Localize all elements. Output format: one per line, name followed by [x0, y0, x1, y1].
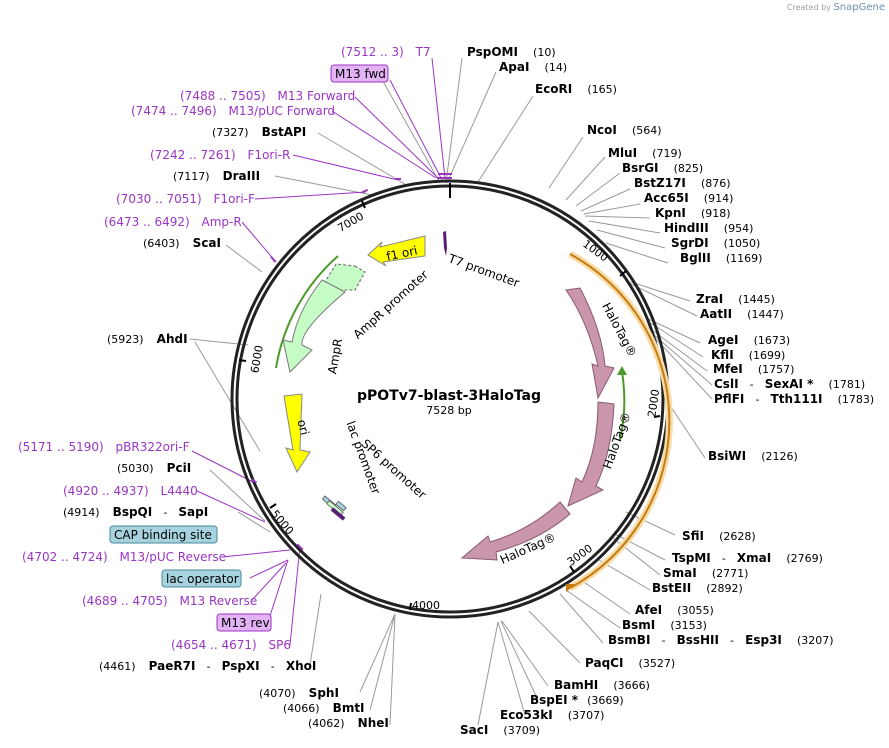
site-pspomi[interactable]: PspOMI (10)	[467, 41, 556, 60]
site-sgrdi[interactable]: SgrDI (1050)	[671, 232, 760, 251]
primer-f1ori-f[interactable]: (7030 .. 7051) F1ori-F	[116, 192, 255, 206]
site-afei[interactable]: AfeI (3055)	[635, 599, 714, 618]
site-bstapi[interactable]: (7327) BstAPI	[212, 121, 306, 140]
site-bstz17i[interactable]: BstZ17I (876)	[634, 172, 731, 191]
site-kfli[interactable]: KflI (1699)	[711, 344, 785, 363]
site-bsiwi[interactable]: BsiWI (2126)	[708, 445, 798, 464]
ampr-feature[interactable]	[282, 279, 346, 374]
primer-amp-r[interactable]: (6473 .. 6492) Amp-R	[104, 215, 242, 229]
site-nhei[interactable]: (4062) NheI	[308, 712, 389, 731]
t7-promoter-label: T7 promoter	[445, 251, 521, 290]
ori-label: ori	[294, 418, 311, 437]
site-scai[interactable]: (6403) ScaI	[143, 232, 221, 251]
site-bmti[interactable]: (4066) BmtI	[283, 697, 365, 716]
f1-ori-label: f1 ori	[385, 243, 419, 263]
primer-m13-reverse[interactable]: (4689 .. 4705) M13 Reverse	[82, 594, 257, 608]
lac-operator-label: lac operator	[166, 572, 239, 586]
site-bamhi[interactable]: BamHI (3666)	[554, 674, 650, 693]
site-paer7i-pspxi-xhoi[interactable]: (4461) PaeR7I - PspXI - XhoI	[99, 655, 316, 674]
site-bsrgi[interactable]: BsrGI (825)	[622, 157, 703, 176]
green-arc-inner	[619, 371, 626, 441]
site-sfii[interactable]: SfiI (2628)	[682, 525, 756, 544]
site-kpni[interactable]: KpnI (918)	[655, 202, 731, 221]
cap-binding-site-label: CAP binding site	[114, 528, 212, 542]
plasmid-size: 7528 bp	[426, 404, 471, 417]
site-ecori[interactable]: EcoRI (165)	[535, 78, 617, 97]
tick-label-5000: 5000	[268, 508, 296, 538]
site-ncoi[interactable]: NcoI (564)	[587, 119, 662, 138]
tick-label-7000: 7000	[335, 210, 366, 235]
primer-m13-puc-forward[interactable]: (7474 .. 7496) M13/pUC Forward	[131, 104, 335, 118]
site-bsteii[interactable]: BstEII (2892)	[652, 577, 743, 596]
lac-operator-box[interactable]	[161, 569, 242, 588]
site-paqci[interactable]: PaqCI (3527)	[585, 652, 675, 671]
site-apai[interactable]: ApaI (14)	[499, 56, 567, 75]
green-arc-outer	[275, 255, 339, 369]
primer-l4440[interactable]: (4920 .. 4937) L4440	[63, 484, 198, 498]
primer-f1ori-r[interactable]: (7242 .. 7261) F1ori-R	[150, 148, 290, 162]
site-pcii[interactable]: (5030) PciI	[117, 457, 191, 476]
t7-promoter-mark	[443, 231, 447, 256]
site-zrai[interactable]: ZraI (1445)	[696, 288, 775, 307]
primer-pbr322ori-f[interactable]: (5171 .. 5190) pBR322ori-F	[18, 440, 190, 454]
site-mlui[interactable]: MluI (719)	[608, 142, 682, 161]
plasmid-title: pPOTv7-blast-3HaloTag	[357, 388, 541, 404]
tick-marks	[238, 200, 661, 611]
primer-m13-forward[interactable]: (7488 .. 7505) M13 Forward	[180, 89, 355, 103]
site-bglii[interactable]: BglII (1169)	[680, 247, 762, 266]
site-bspqi-sapi[interactable]: (4914) BspQI - SapI	[63, 501, 208, 520]
halotag-feature-2[interactable]	[567, 401, 615, 507]
site-mfei[interactable]: MfeI (1757)	[713, 358, 794, 377]
orange-arc	[569, 253, 671, 589]
tick-label-2000: 2000	[645, 388, 662, 418]
primer-markers	[250, 173, 452, 551]
site-csli-sexai[interactable]: CslI - SexAI * (1781)	[714, 373, 865, 392]
site-aatii[interactable]: AatII (1447)	[700, 303, 784, 322]
tick-label-4000: 4000	[412, 599, 440, 612]
site-agei[interactable]: AgeI (1673)	[708, 329, 790, 348]
primer-m13-fwd-box[interactable]	[330, 64, 389, 83]
site-eco53ki[interactable]: Eco53kI (3707)	[500, 704, 604, 723]
site-acc65i[interactable]: Acc65I (914)	[644, 187, 733, 206]
ampr-promoter-feature[interactable]	[319, 263, 366, 291]
site-hindiii[interactable]: HindIII (954)	[664, 217, 753, 236]
primer-connectors	[191, 57, 446, 646]
green-arc-arrowhead	[617, 366, 627, 375]
snapgene-logo: SnapGene	[833, 2, 885, 13]
halotag-feature-1[interactable]	[565, 287, 615, 400]
ampr-label: AmpR	[325, 337, 345, 375]
site-bsmbi-bsshii-esp3i[interactable]: BsmBI - BssHII - Esp3I (3207)	[608, 629, 834, 648]
site-saci[interactable]: SacI (3709)	[460, 719, 540, 738]
lac-sp6-cluster	[321, 495, 347, 521]
site-bspei[interactable]: BspEI * (3669)	[530, 689, 624, 708]
halotag-feature-3[interactable]	[460, 501, 571, 561]
tick-label-6000: 6000	[248, 344, 266, 374]
ampr-promoter-label: AmpR promoter	[351, 268, 431, 342]
primer-m13-rev-box[interactable]	[216, 613, 272, 632]
site-tspmi-xmai[interactable]: TspMI - XmaI (2769)	[672, 547, 823, 566]
ori-feature[interactable]	[283, 393, 311, 474]
primer-m13-rev-label: M13 rev	[221, 616, 270, 630]
snapgene-brand: Created by SnapGene	[786, 2, 885, 13]
site-pflfi-tth111i[interactable]: PflFI - Tth111I (1783)	[714, 388, 874, 407]
primer-sp6[interactable]: (4654 .. 4671) SP6	[171, 638, 291, 652]
site-sphi[interactable]: (4070) SphI	[259, 682, 339, 701]
site-smai[interactable]: SmaI (2771)	[663, 562, 748, 581]
site-draiii[interactable]: (7117) DraIII	[173, 165, 260, 184]
cap-binding-site-box[interactable]	[109, 525, 218, 544]
primer-m13-puc-reverse[interactable]: (4702 .. 4724) M13/pUC Reverse	[22, 550, 226, 564]
f1-ori-feature[interactable]	[367, 235, 426, 267]
orange-arc-arrowhead	[566, 584, 576, 592]
site-ahdi[interactable]: (5923) AhdI	[107, 328, 188, 347]
primer-m13-fwd-label: M13 fwd	[335, 67, 386, 81]
primer-t7[interactable]: (7512 .. 3) T7	[341, 45, 431, 59]
site-bsmi[interactable]: BsmI (3153)	[622, 614, 707, 633]
